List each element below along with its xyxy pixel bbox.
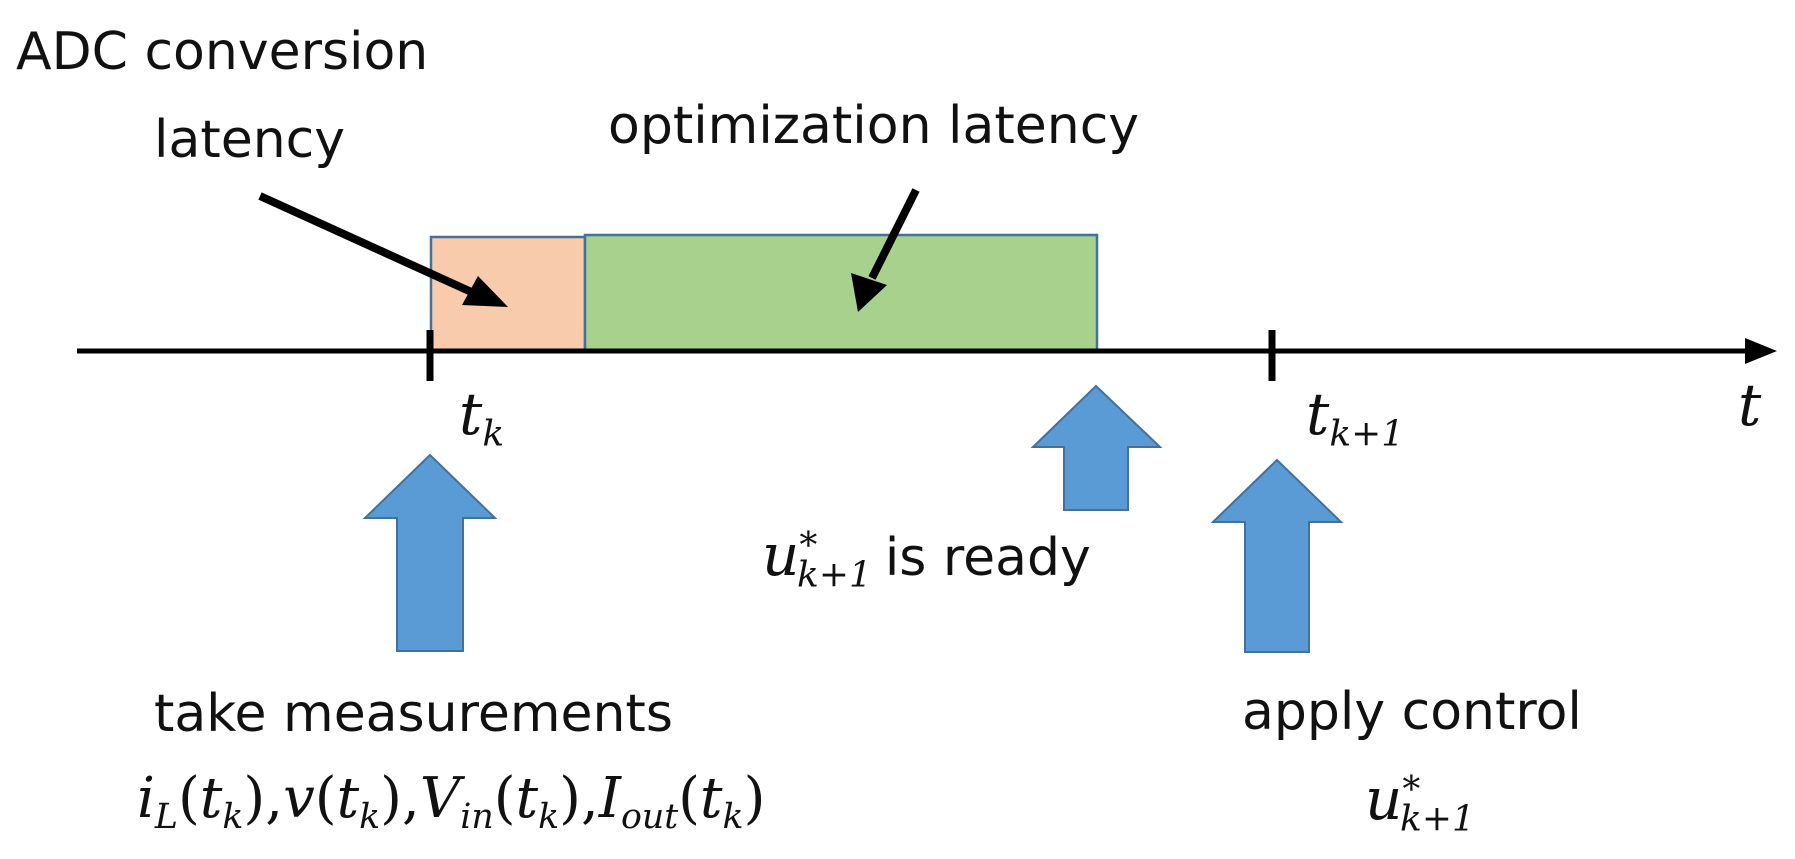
measure-event-arrow bbox=[362, 453, 498, 652]
apply-control-label: apply control bbox=[1242, 682, 1582, 742]
adc-latency-box bbox=[429, 235, 587, 353]
take-measurements-label: take measurements bbox=[154, 684, 673, 744]
tick-label-tk1: tk+1 bbox=[1306, 380, 1405, 455]
measurement-signal: Vin(tk), bbox=[419, 766, 599, 838]
measurement-signal: v(tk), bbox=[283, 766, 420, 838]
adc-latency-label-line1: ADC conversion bbox=[16, 22, 429, 82]
ready-event-arrow bbox=[1030, 384, 1163, 511]
measurement-signals: iL(tk),v(tk),Vin(tk),Iout(tk) bbox=[137, 771, 765, 835]
adc-latency-label-line2: latency bbox=[154, 110, 346, 170]
optimization-pointer-arrow bbox=[851, 188, 920, 312]
time-axis-arrowhead bbox=[1745, 338, 1777, 364]
axis-time-label: t bbox=[1738, 371, 1762, 439]
optimization-latency-label: optimization latency bbox=[608, 96, 1140, 156]
u-apply-label: u*k+1 bbox=[1365, 765, 1475, 840]
measurement-signal: iL(tk), bbox=[137, 766, 284, 838]
optimization-latency-box bbox=[583, 233, 1099, 353]
adc-pointer-arrow bbox=[258, 192, 508, 307]
measurement-signal: Iout(tk) bbox=[598, 766, 766, 838]
tick-label-tk: tk bbox=[459, 380, 505, 455]
apply-event-arrow bbox=[1210, 458, 1344, 653]
